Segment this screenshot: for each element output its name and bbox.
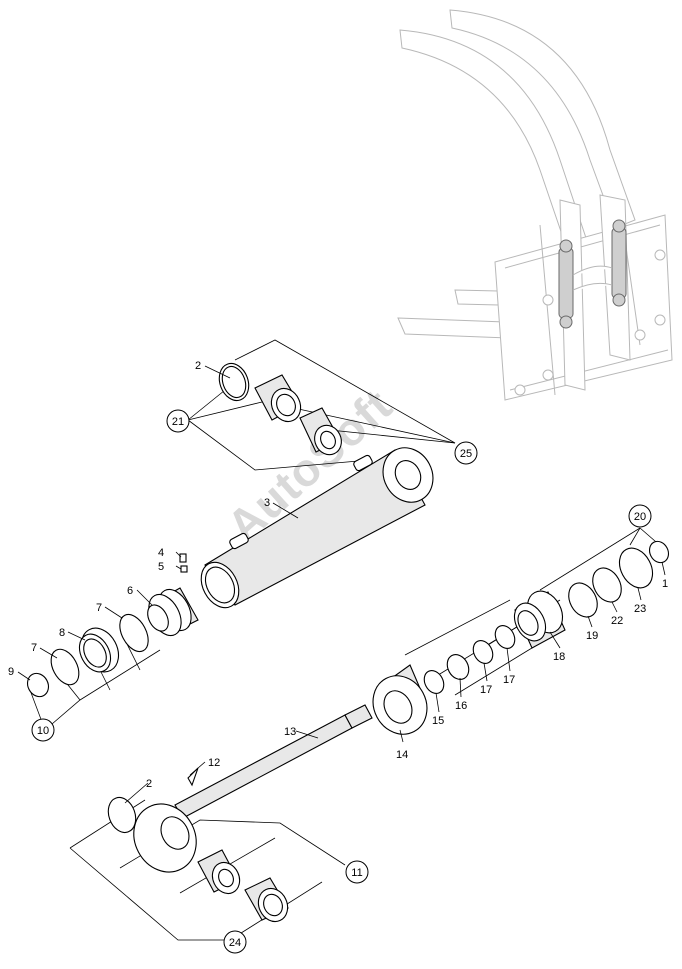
group-leader-lines bbox=[29, 339, 664, 941]
rod-seal bbox=[446, 654, 470, 680]
svg-text:21: 21 bbox=[172, 416, 184, 428]
bleed-washer bbox=[180, 565, 188, 573]
part-leaders bbox=[17, 365, 666, 804]
callout-circle-24: 24 bbox=[223, 930, 247, 954]
callout-9: 9 bbox=[8, 666, 14, 678]
callout-circle-10: 10 bbox=[31, 718, 55, 742]
cylinder-head bbox=[372, 664, 428, 735]
o-ring-23 bbox=[618, 547, 654, 589]
spherical-bearing-top bbox=[299, 407, 342, 456]
callout-2-top: 2 bbox=[195, 360, 201, 372]
guide-ring-b bbox=[494, 625, 516, 649]
svg-text:10: 10 bbox=[37, 725, 49, 737]
snap-ring-bottom bbox=[107, 796, 137, 834]
callout-12: 12 bbox=[208, 757, 220, 769]
svg-text:11: 11 bbox=[351, 867, 362, 879]
callout-7-upper: 7 bbox=[96, 602, 102, 614]
seal-ring-a bbox=[119, 613, 149, 653]
svg-text:20: 20 bbox=[634, 511, 646, 523]
guide-ring-a bbox=[472, 640, 494, 664]
callout-7-lower: 7 bbox=[31, 642, 37, 654]
backup-ring bbox=[26, 672, 50, 698]
callout-3: 3 bbox=[264, 497, 270, 509]
bleed-screw bbox=[179, 553, 187, 563]
callout-circle-25: 25 bbox=[454, 441, 478, 465]
callout-15: 15 bbox=[432, 715, 444, 727]
backup-ring-22 bbox=[592, 567, 622, 603]
piston-seal-kit bbox=[78, 627, 120, 673]
rod-gland bbox=[513, 590, 566, 649]
callout-6: 6 bbox=[127, 585, 133, 597]
callout-2-bottom: 2 bbox=[146, 778, 152, 790]
callout-17-b: 17 bbox=[503, 674, 515, 686]
callout-22: 22 bbox=[611, 615, 623, 627]
group-callouts: 25 21 20 10 11 24 bbox=[31, 409, 652, 954]
callout-4: 4 bbox=[158, 547, 164, 559]
piston-rod bbox=[133, 704, 373, 873]
callout-1: 1 bbox=[662, 578, 668, 590]
snap-ring-1 bbox=[648, 540, 670, 564]
callout-circle-21: 21 bbox=[166, 409, 190, 433]
spherical-bearing-bottom bbox=[197, 849, 241, 895]
attachment-overview-illustration bbox=[397, 9, 673, 401]
callout-16: 16 bbox=[455, 700, 467, 712]
callout-labels: 2 2 3 4 5 6 7 7 8 9 12 13 14 15 16 17 17… bbox=[8, 360, 668, 790]
bushing-bottom bbox=[244, 877, 289, 923]
callout-17-a: 17 bbox=[480, 684, 492, 696]
wiper-seal bbox=[423, 670, 445, 694]
callout-13: 13 bbox=[284, 726, 296, 738]
callout-8: 8 bbox=[59, 627, 65, 639]
bushing-top bbox=[254, 374, 302, 423]
callout-18: 18 bbox=[553, 651, 565, 663]
callout-circle-20: 20 bbox=[628, 504, 652, 528]
callout-23: 23 bbox=[634, 603, 646, 615]
o-ring-19 bbox=[568, 582, 598, 618]
callout-19: 19 bbox=[586, 630, 598, 642]
callout-5: 5 bbox=[158, 561, 164, 573]
cylinder-barrel bbox=[200, 447, 434, 609]
callout-circle-11: 11 bbox=[345, 860, 369, 884]
svg-text:25: 25 bbox=[460, 448, 472, 460]
callout-14: 14 bbox=[396, 749, 408, 761]
svg-text:24: 24 bbox=[229, 937, 241, 949]
seal-ring-b bbox=[50, 648, 80, 686]
piston bbox=[147, 587, 199, 637]
